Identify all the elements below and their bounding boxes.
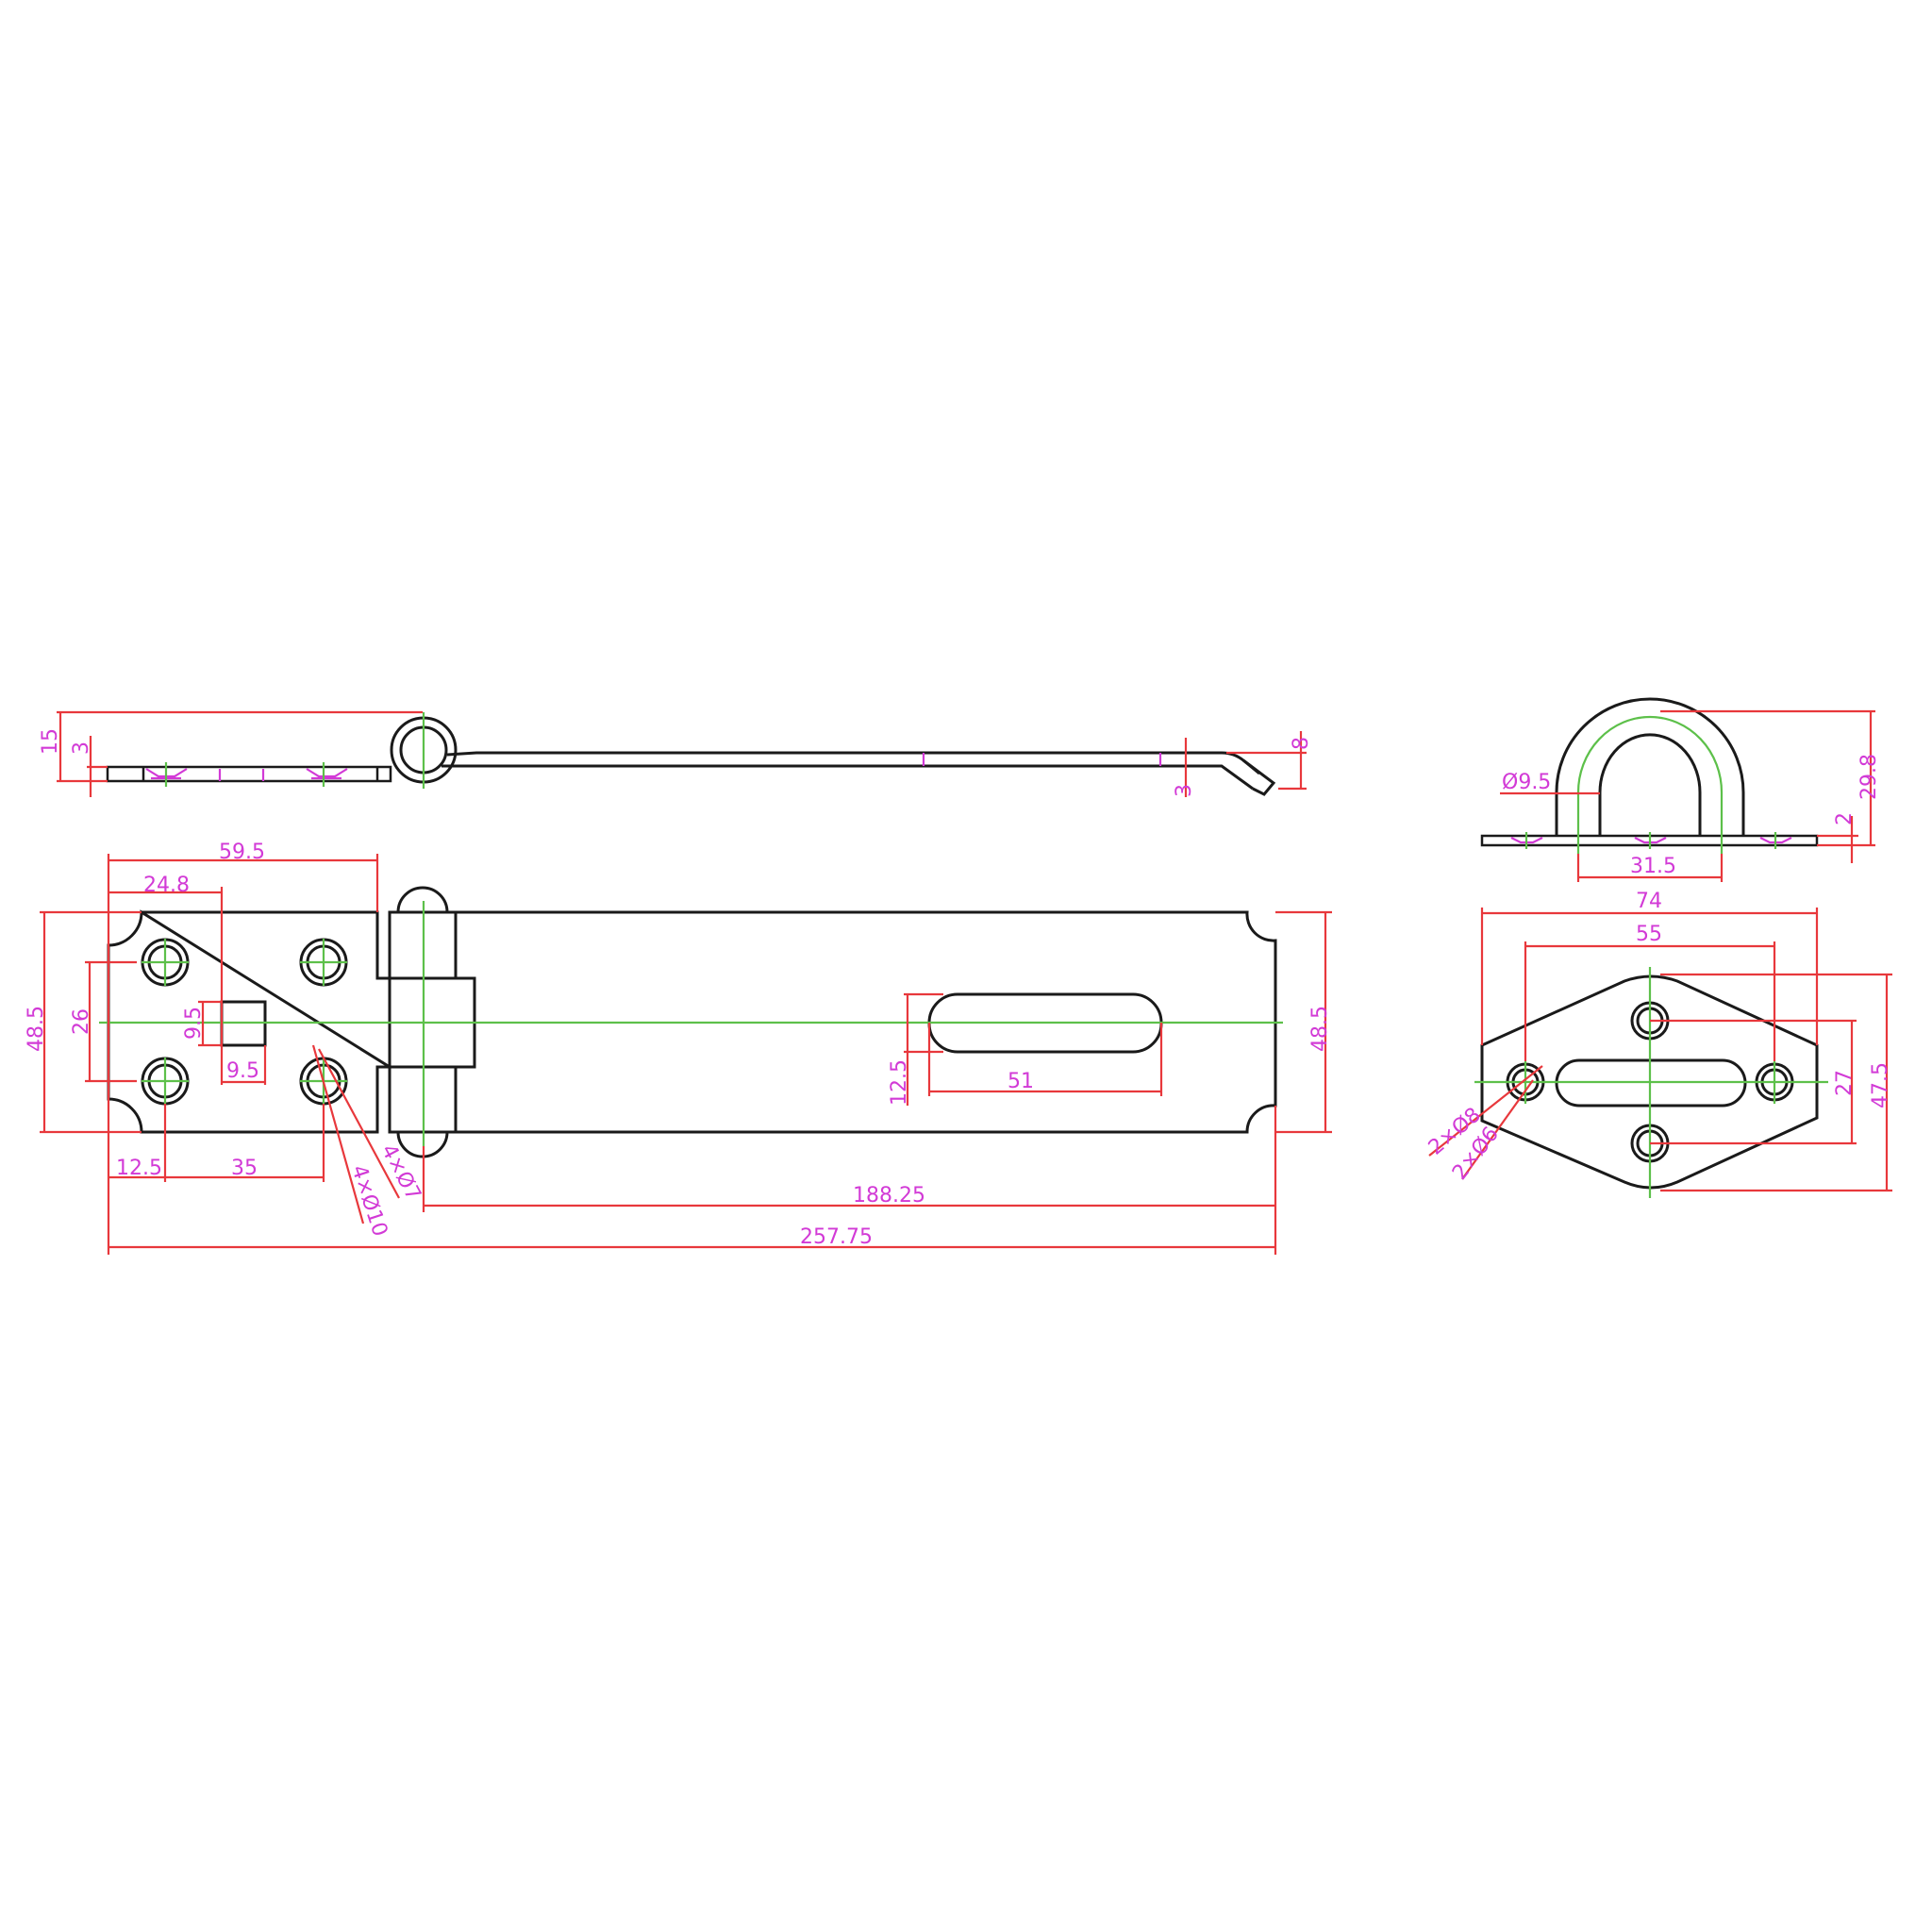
dim-hinge-plate-length: 59.5	[219, 841, 265, 864]
dim-hinge-to-end: 188.25	[853, 1184, 925, 1208]
countersink-hidden-lines	[145, 762, 348, 787]
dim-countersink-inner: 4×Ø7	[376, 1141, 425, 1205]
dim-overall-width: 74	[1636, 890, 1662, 913]
dim-width-right: 48.5	[1308, 1006, 1332, 1052]
staple-countersink-hidden	[1510, 832, 1792, 849]
dim-square-hole-height: 9.5	[182, 1007, 206, 1040]
dim-base-thickness: 2	[1833, 812, 1857, 825]
dim-tip-offset: 8	[1290, 737, 1313, 750]
dim-overall-height: 47.5	[1869, 1062, 1892, 1108]
staple-side-view: Ø9.5 31.5 29.8 2	[1480, 697, 1881, 882]
hasp-top-view: 59.5 24.8 48.5 26 9.5 9.5 12.5 35 4×Ø10 …	[25, 841, 1332, 1255]
dim-slot-width: 12.5	[888, 1059, 911, 1106]
hasp-side-plate	[106, 765, 392, 783]
dim-plate-thickness: 3	[70, 741, 93, 755]
dim-edge-to-hole: 12.5	[116, 1157, 162, 1180]
staple-loop-inner	[1598, 733, 1702, 837]
dim-overall-length: 257.75	[800, 1225, 873, 1249]
dim-hole-spacing-horizontal: 35	[231, 1157, 258, 1180]
dim-staple-slot-offset: 24.8	[143, 874, 190, 897]
dim-loop-diameter: Ø9.5	[1502, 771, 1551, 794]
staple-plate-outline	[1480, 974, 1819, 1190]
staple-top-view: 74 55 27 47.5 2×Ø8 2×Ø6	[1424, 890, 1892, 1198]
dim-hole-spacing-horizontal: 55	[1636, 923, 1662, 946]
dim-square-hole-width: 9.5	[226, 1059, 259, 1083]
dim-loop-span: 31.5	[1630, 855, 1676, 878]
dim-slot-length: 51	[1008, 1070, 1034, 1093]
dim-countersink-outer: 4×Ø10	[346, 1162, 391, 1240]
dim-hole-spacing-vertical: 26	[70, 1008, 93, 1035]
dim-overall-height: 29.8	[1857, 754, 1881, 800]
dim-width-left: 48.5	[25, 1006, 48, 1052]
dim-hole-spacing-vertical: 27	[1833, 1070, 1857, 1096]
dim-tip-thickness: 3	[1173, 784, 1196, 797]
hasp-side-view: 15 3 3 8	[39, 710, 1313, 797]
dim-overall-height: 15	[39, 728, 62, 755]
staple-loop-outer	[1555, 697, 1745, 837]
